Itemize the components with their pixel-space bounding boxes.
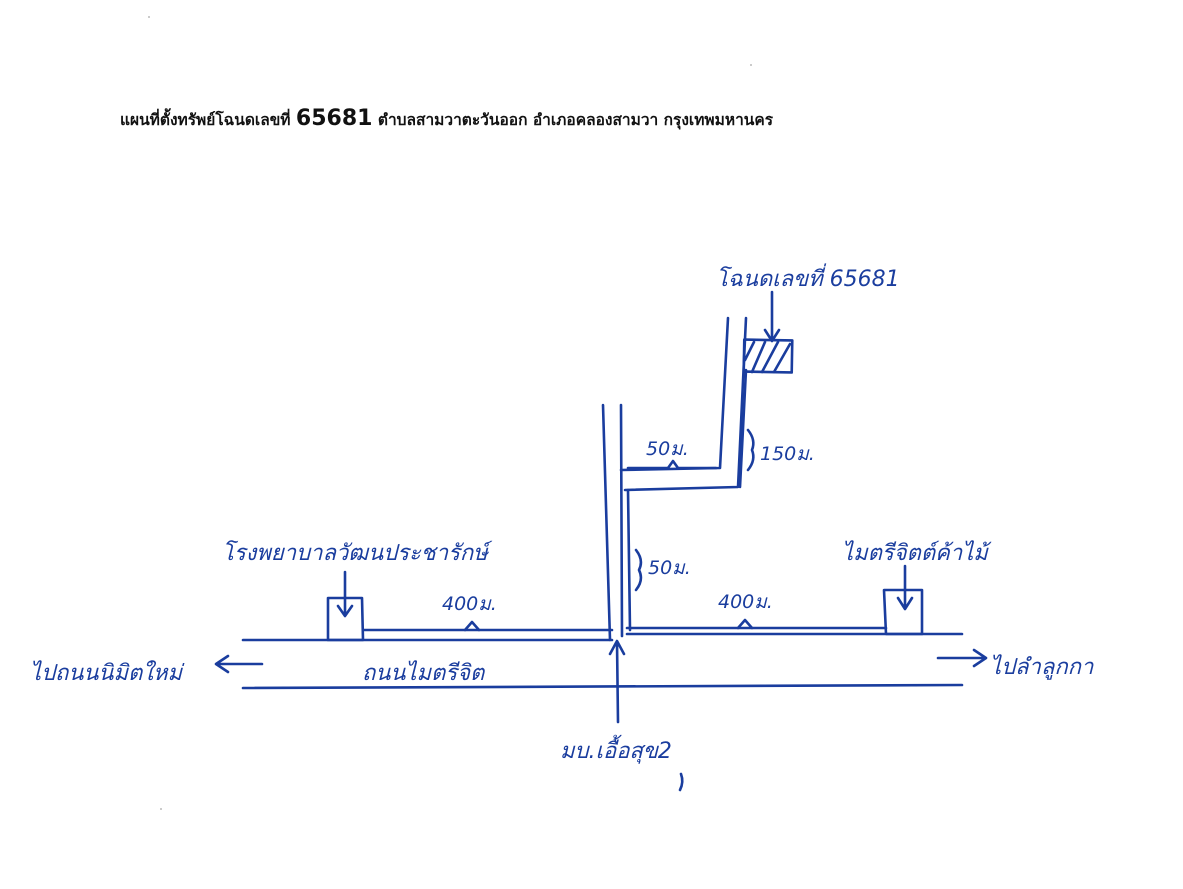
paper-speck bbox=[750, 64, 752, 66]
distance-400m-right-tick bbox=[736, 618, 754, 630]
paper-speck bbox=[148, 16, 150, 18]
branch-bottom-edge bbox=[623, 316, 748, 492]
shop-label: ไมตรีจิตต์ค้าไม้ bbox=[842, 540, 992, 566]
distance-50m-mid: 50ม. bbox=[648, 557, 691, 579]
main-road-label: ถนนไมตรีจิต bbox=[362, 660, 486, 686]
distance-150m-brace bbox=[746, 428, 755, 472]
title-location: ตำบลสามวาตะวันออก อำเภอคลองสามวา กรุงเทพ… bbox=[377, 111, 774, 129]
soi-label-stroke bbox=[678, 772, 684, 792]
shop-marker bbox=[882, 588, 924, 636]
branch-bend-line bbox=[738, 368, 748, 489]
distance-400m-right: 400ม. bbox=[718, 591, 773, 613]
main-road-south-edge bbox=[241, 683, 964, 690]
distance-400m-left: 400ม. bbox=[442, 593, 497, 615]
shop-pointer-arrow bbox=[896, 564, 914, 611]
distance-50m-top-tick bbox=[626, 459, 718, 470]
soi-label: มบ.เอื้อสุข2 bbox=[560, 734, 672, 764]
map-title: แผนที่ตั้งทรัพย์โฉนดเลขที่ 65681 ตำบลสาม… bbox=[120, 106, 773, 132]
direction-left-label: ไปถนนนิมิตใหม่ bbox=[30, 660, 185, 686]
hospital-marker bbox=[326, 596, 365, 642]
main-road bbox=[241, 632, 964, 690]
soi-right-edge-lower bbox=[619, 403, 624, 638]
distance-50m-top: 50ม. bbox=[646, 438, 689, 460]
soi-entrance-arrow bbox=[608, 639, 626, 724]
arrow-left-direction bbox=[214, 654, 264, 674]
arrow-right-direction bbox=[936, 648, 988, 668]
branch-lane bbox=[619, 316, 748, 492]
property-pointer-arrow bbox=[763, 290, 781, 343]
hospital-pointer-arrow bbox=[336, 570, 354, 618]
title-deed-number: 65681 bbox=[295, 106, 373, 131]
hospital-label: โรงพยาบาลวัฒนประชารักษ์ bbox=[222, 540, 493, 566]
branch-top-edge bbox=[619, 316, 730, 472]
soi-inner-edge bbox=[626, 488, 632, 632]
distance-400m-left-tick bbox=[463, 620, 481, 632]
soi-left-edge bbox=[601, 403, 612, 642]
property-plot bbox=[742, 338, 794, 374]
paper-speck bbox=[160, 808, 162, 810]
property-label: โฉนดเลขที่ 65681 bbox=[716, 263, 900, 292]
title-prefix: แผนที่ตั้งทรัพย์โฉนดเลขที่ bbox=[120, 111, 291, 129]
soi-lane bbox=[601, 403, 632, 642]
distance-150m: 150ม. bbox=[760, 443, 815, 465]
distance-50m-mid-brace bbox=[634, 548, 643, 592]
direction-right-label: ไปลำลูกกา bbox=[990, 654, 1094, 680]
